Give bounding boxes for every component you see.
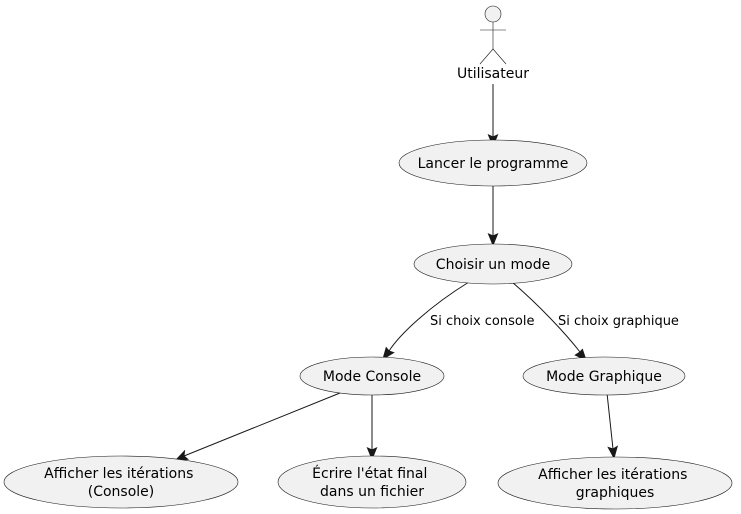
use-case-label-line: (Console) [88,484,155,500]
edge-console-to-afficher [174,392,341,461]
stick-figure-icon [479,5,507,65]
arrow-head [382,346,395,361]
use-case-lancer-le-programme: Lancer le programme [398,139,588,187]
edge-actor-to-lancer [487,84,499,148]
arrow-head [607,445,619,460]
edges: Si choix console Si choix graphique [174,84,679,461]
arrow-head [487,233,499,247]
use-case-label-line: Afficher les itérations [44,466,193,482]
use-case-label: Lancer le programme [418,156,569,172]
use-case-label-line: graphiques [576,485,655,501]
edge-console-to-ecrire [366,393,378,461]
use-case-mode-graphique: Mode Graphique [522,356,686,396]
arrow-head [366,447,378,461]
use-case-label: Mode Console [323,369,421,385]
edge-label-console: Si choix console [430,314,534,329]
use-case-label: Mode Graphique [546,369,662,385]
use-case-label-line: Écrire l'état final [312,465,427,482]
use-case-label-line: dans un fichier [320,484,424,500]
actor-legs [479,48,507,65]
use-case-choisir-un-mode: Choisir un mode [413,243,573,285]
actor-head [484,5,502,23]
actor-label: Utilisateur [457,66,529,82]
use-case-label: Afficher les itérations (Console) [44,466,198,500]
edge-lancer-to-choisir [487,185,499,247]
use-case-afficher-iterations-console: Afficher les itérations (Console) [3,455,239,509]
edge-choisir-to-console: Si choix console [382,281,534,361]
use-case-ecrire-etat-final: Écrire l'état final dans un fichier [277,455,467,509]
use-case-label: Écrire l'état final dans un fichier [312,465,432,500]
edge-label-graphique: Si choix graphique [558,314,679,329]
use-case-label: Afficher les itérations graphiques [538,467,692,501]
use-case-mode-console: Mode Console [299,356,445,396]
use-case-label-line: Afficher les itérations [538,467,687,483]
use-case-afficher-iterations-graphiques: Afficher les itérations graphiques [497,456,733,510]
edge-graphique-to-afficher [606,392,619,460]
edge-choisir-to-graphique: Si choix graphique [511,281,679,361]
actor-utilisateur: Utilisateur [457,5,529,82]
arrow-head [174,449,190,461]
use-case-label: Choisir un mode [436,257,550,273]
